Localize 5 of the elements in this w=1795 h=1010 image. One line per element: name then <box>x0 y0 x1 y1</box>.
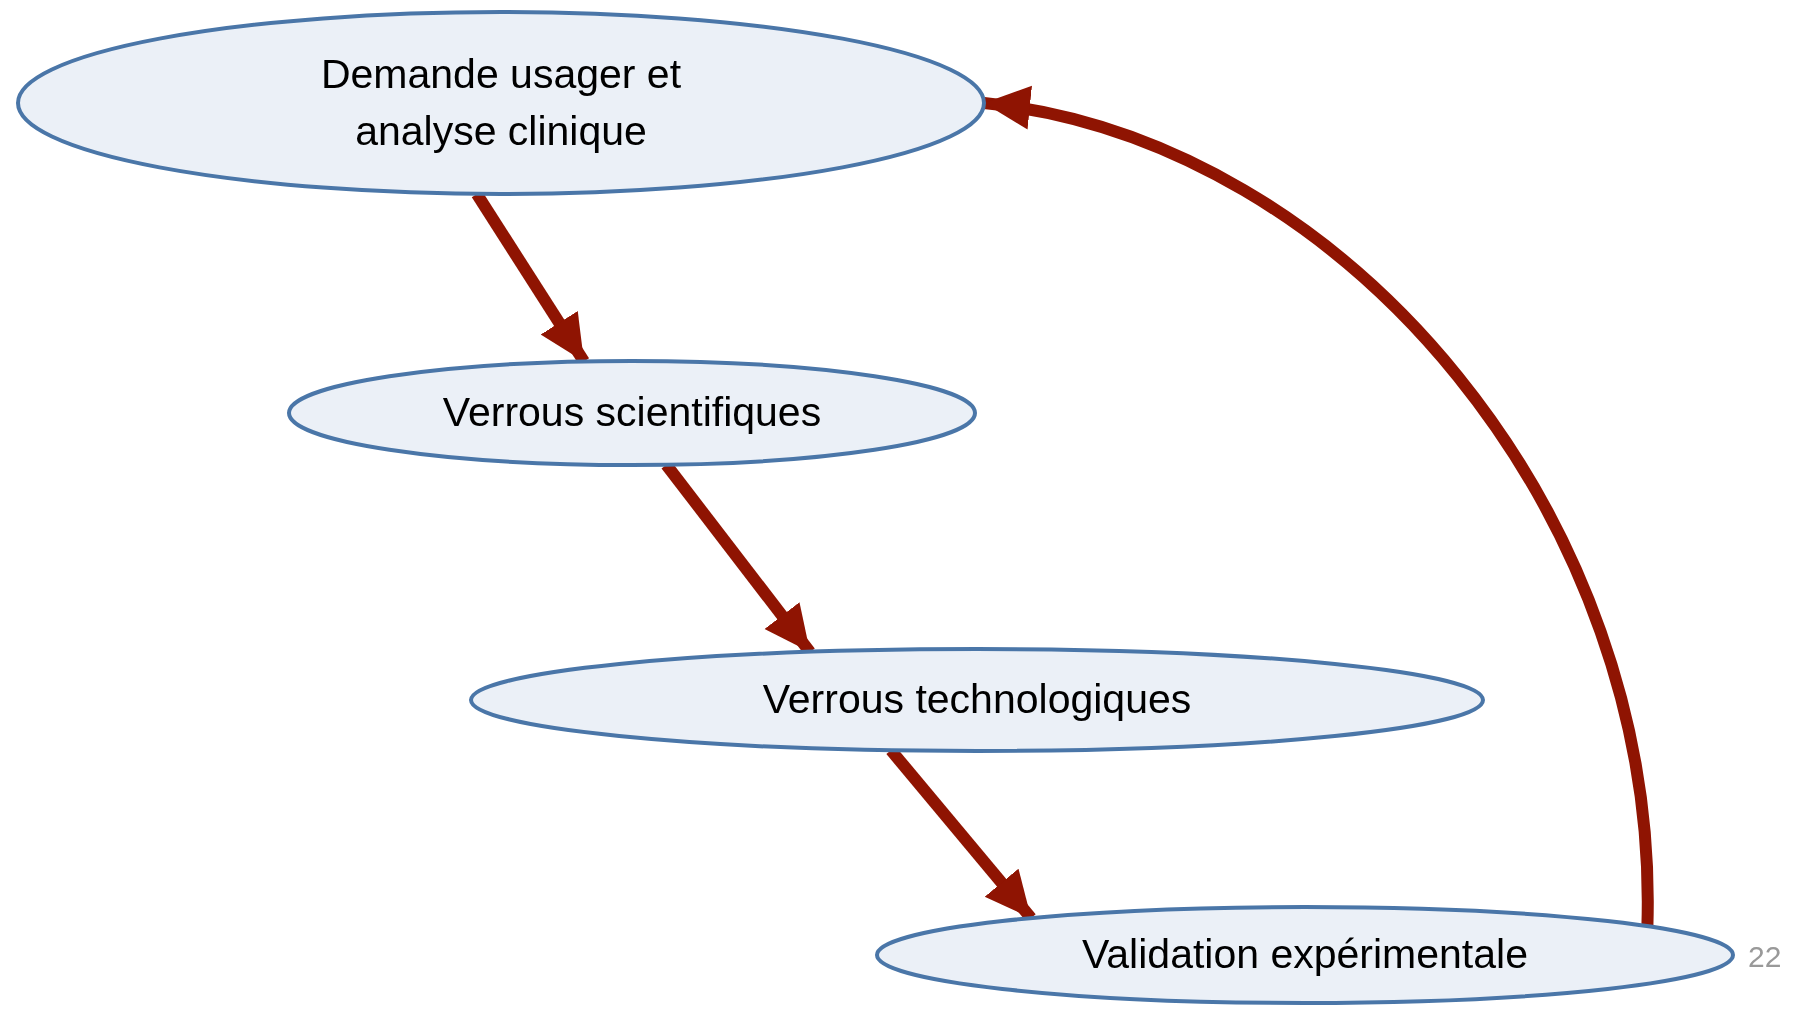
page-number: 22 <box>1748 940 1782 974</box>
node-label: Verrous technologiques <box>762 675 1192 725</box>
node-label: Validation expérimentale <box>1082 930 1528 980</box>
node-label: Demande usager et analyse clinique <box>319 49 683 156</box>
node-label: Verrous scientifiques <box>442 388 822 438</box>
